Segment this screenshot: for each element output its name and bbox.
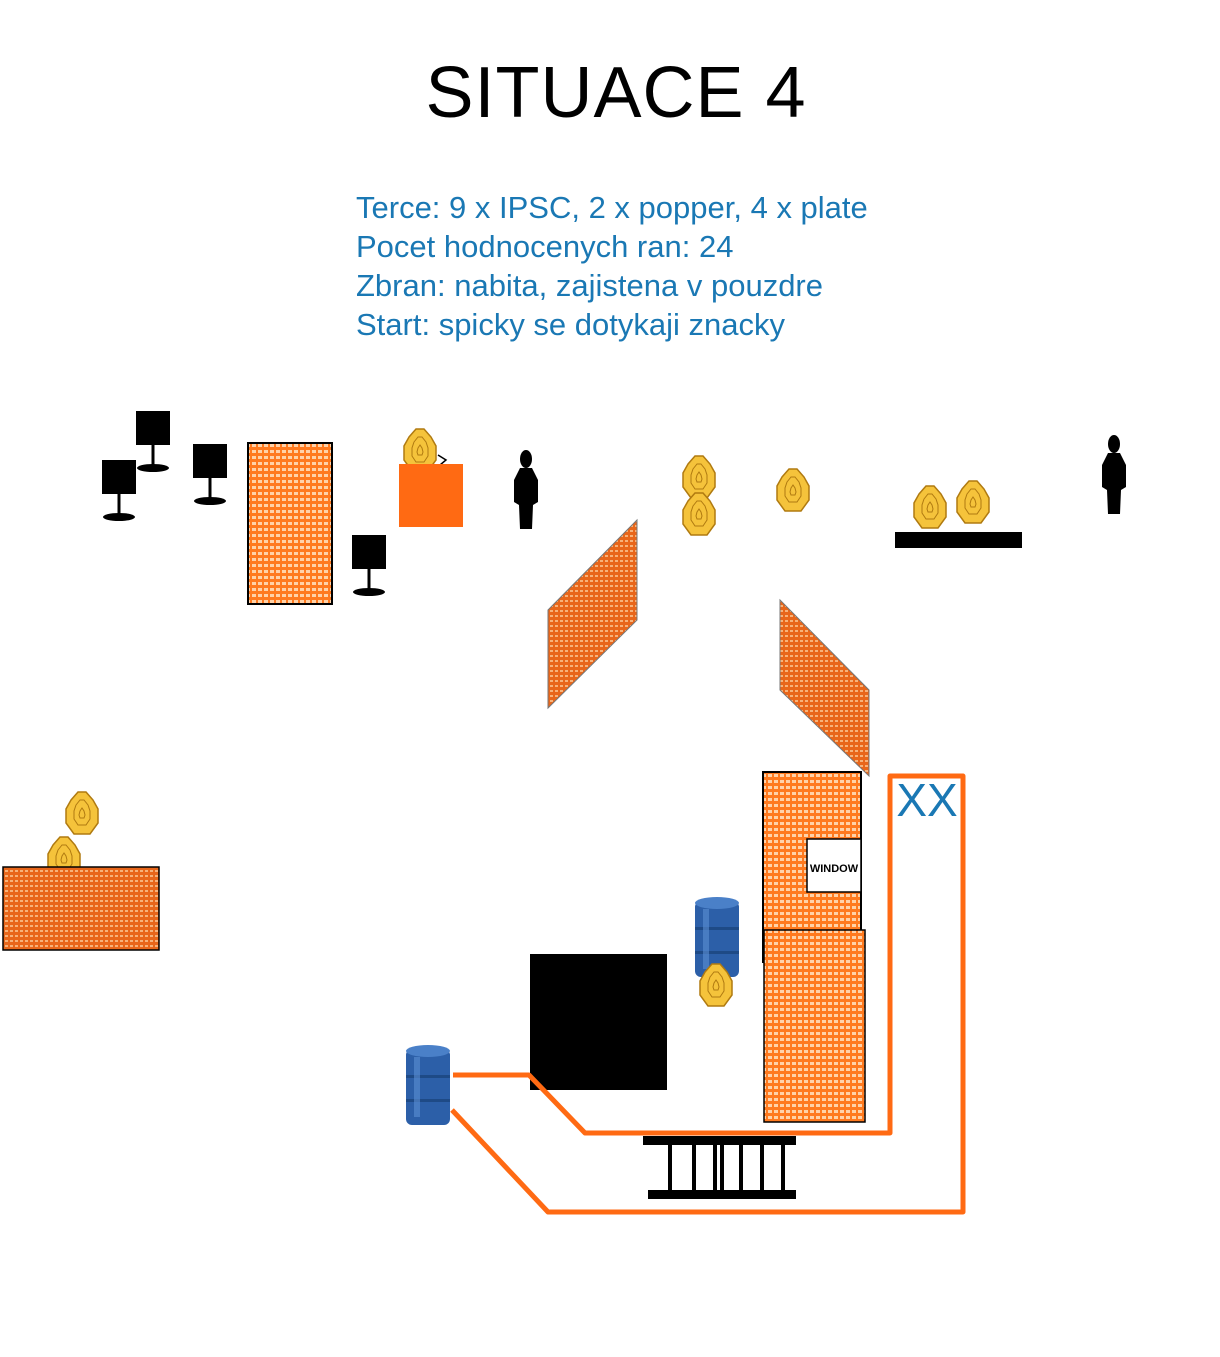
popper-target-2	[1102, 435, 1126, 514]
info-rounds: Pocet hodnocenych ran: 24	[356, 229, 734, 264]
wall-far-left	[2, 866, 160, 951]
popper-target-1	[514, 450, 538, 529]
ipsc-target-center-top	[682, 455, 716, 499]
ipsc-target-right-1	[913, 485, 947, 529]
black-block	[530, 954, 667, 1090]
stage-title: SITUACE 4	[425, 53, 807, 133]
barrel-lower	[406, 1045, 450, 1125]
ipsc-target-center-right	[776, 468, 810, 512]
info-start: Start: spicky se dotykaji znacky	[356, 307, 785, 342]
ipsc-target-right-2	[956, 480, 990, 524]
info-weapon: Zbran: nabita, zajistena v pouzdre	[356, 268, 823, 303]
wall-diagonal-left	[547, 518, 638, 710]
plate-target-1	[136, 411, 170, 472]
plate-target-3	[193, 444, 227, 505]
shooting-area-boundary	[450, 773, 966, 1215]
ipsc-target-far-left-top	[65, 791, 99, 835]
wall-left	[247, 442, 333, 605]
ipsc-target-center-bottom	[682, 492, 716, 536]
target-stand-mark	[437, 454, 448, 466]
orange-box	[399, 464, 463, 527]
info-targets: Terce: 9 x IPSC, 2 x popper, 4 x plate	[356, 190, 868, 225]
plate-target-4	[352, 535, 386, 596]
target-table	[895, 532, 1022, 548]
wall-lower	[763, 929, 866, 1123]
window-label: WINDOW	[810, 863, 859, 875]
plate-target-2	[102, 460, 136, 521]
wall-diagonal-right	[779, 598, 870, 778]
window-opening	[806, 838, 862, 893]
stage-info: Terce: 9 x IPSC, 2 x popper, 4 x plate P…	[356, 188, 868, 344]
bench-obstacle	[643, 1136, 796, 1199]
start-mark: XX	[896, 774, 957, 826]
